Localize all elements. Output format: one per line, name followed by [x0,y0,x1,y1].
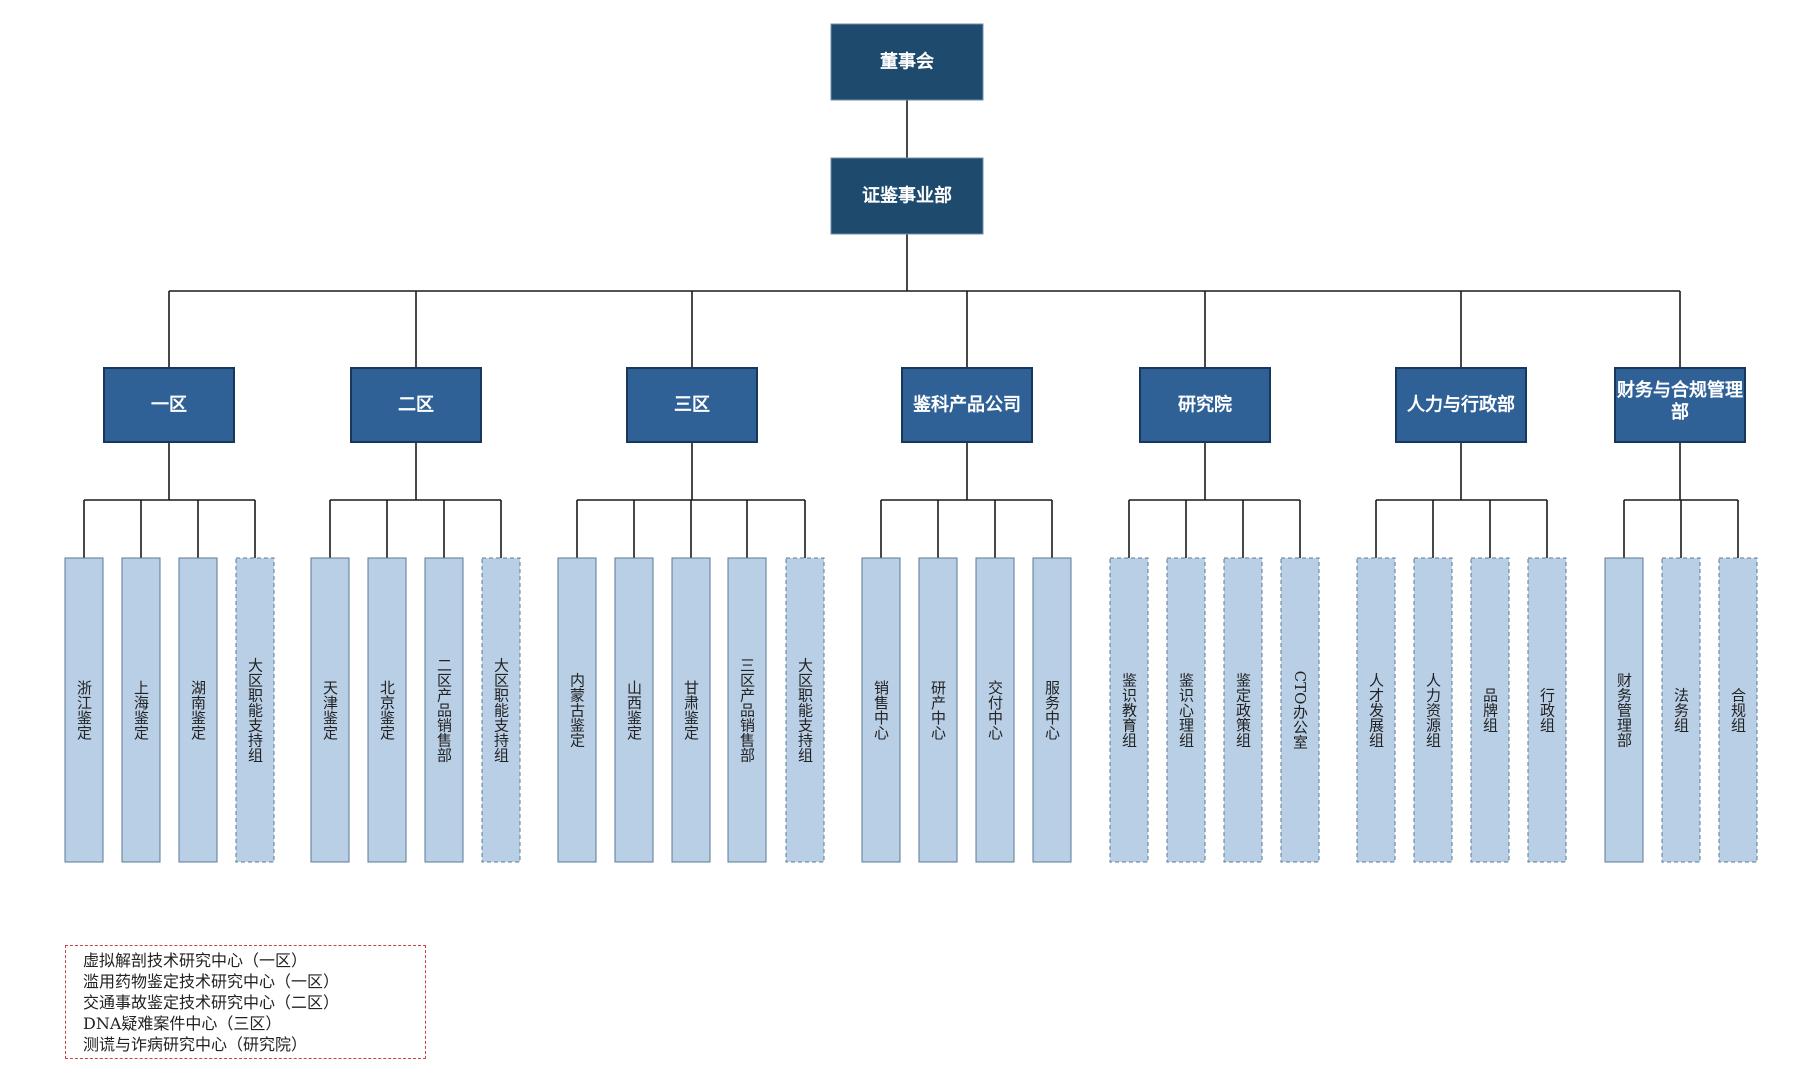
leaf-node: 上海鉴定 [121,557,161,863]
leaf-node: 大区职能支持组 [785,557,825,863]
leaf-label: 大区职能支持组 [796,658,814,763]
leaf-label: 鉴识教育组 [1120,673,1138,748]
leaf-node: 天津鉴定 [310,557,350,863]
leaf-label: 鉴定政策组 [1234,673,1252,748]
leaf-node: 湖南鉴定 [178,557,218,863]
department-label: 二区 [398,395,434,416]
department-label: 研究院 [1178,394,1232,416]
department-label: 财务与合规管理部 [1617,379,1743,423]
leaf-label: 行政组 [1538,688,1556,733]
department-label: 人力与行政部 [1407,394,1515,416]
leaf-node: 研产中心 [918,557,958,863]
note-line: 虚拟解剖技术研究中心（一区） [83,951,308,970]
note-line: DNA疑难案件中心（三区） [83,1014,282,1033]
leaf-node: 山西鉴定 [614,557,654,863]
department-node: 三区 [626,367,758,443]
leaf-label: 鉴识心理组 [1177,673,1195,748]
leaf-label: 销售中心 [872,680,890,740]
leaf-node: 浙江鉴定 [64,557,104,863]
leaf-label: 交付中心 [986,679,1004,740]
leaf-node: 大区职能支持组 [235,557,275,863]
leaf-node: 甘肃鉴定 [671,557,711,863]
leaf-label: 品牌组 [1481,688,1499,733]
leaf-label: 天津鉴定 [321,680,339,741]
leaf-node: 品牌组 [1470,557,1510,863]
leaf-node: CTO办公室 [1280,557,1320,863]
root-node: 董事会 [830,23,984,101]
leaf-node: 内蒙古鉴定 [557,557,597,863]
department-label: 一区 [151,395,187,416]
leaf-node: 鉴识教育组 [1109,557,1149,863]
leaf-label: CTO办公室 [1291,671,1309,750]
leaf-node: 二区产品销售部 [424,557,464,863]
leaf-label: 浙江鉴定 [75,680,93,741]
leaf-label: 法务组 [1672,688,1690,733]
root-label: 董事会 [880,51,934,73]
leaf-label: 合规组 [1729,688,1747,733]
leaf-label: 湖南鉴定 [189,680,207,741]
note-line: 滥用药物鉴定技术研究中心（一区） [83,972,340,991]
department-node: 一区 [103,367,235,443]
leaf-node: 行政组 [1527,557,1567,863]
leaf-label: 二区产品销售部 [435,658,453,763]
leaf-node: 北京鉴定 [367,557,407,863]
leaf-node: 人才发展组 [1356,557,1396,863]
leaf-label: 人才发展组 [1367,673,1385,748]
leaf-node: 合规组 [1718,557,1758,863]
department-node: 人力与行政部 [1395,367,1527,443]
connector-lines [83,100,1739,558]
leaf-label: 甘肃鉴定 [682,680,700,741]
leaf-label: 大区职能支持组 [246,658,264,763]
research-centers-note: 虚拟解剖技术研究中心（一区） 滥用药物鉴定技术研究中心（一区） 交通事故鉴定技术… [65,945,426,1059]
leaf-node: 法务组 [1661,557,1701,863]
department-node: 鉴科产品公司 [901,367,1033,443]
note-line: 交通事故鉴定技术研究中心（二区） [83,993,340,1012]
leaf-label: 内蒙古鉴定 [568,673,586,749]
leaf-node: 鉴定政策组 [1223,557,1263,863]
leaf-node: 交付中心 [975,557,1015,863]
division-label: 证鉴事业部 [862,185,952,207]
leaf-label: 财务管理部 [1615,673,1633,748]
department-node: 二区 [350,367,482,443]
leaf-label: 三区产品销售部 [738,658,756,763]
department-label: 鉴科产品公司 [912,394,1021,416]
leaf-node: 人力资源组 [1413,557,1453,863]
leaf-node: 财务管理部 [1604,557,1644,863]
department-nodes: 一区 二区 三区 鉴科产品公司 研究院 人力与行政部 财务与合规管理部 [103,367,1746,443]
leaf-nodes: 浙江鉴定 上海鉴定 湖南鉴定 大区职能支持组 天津鉴定 北京鉴定 二区产品销售部 大区职能支持… [64,557,1758,863]
leaf-label: 大区职能支持组 [492,658,510,763]
leaf-node: 大区职能支持组 [481,557,521,863]
leaf-node: 销售中心 [861,557,901,863]
leaf-node: 服务中心 [1032,557,1072,863]
leaf-label: 山西鉴定 [625,680,643,741]
leaf-label: 研产中心 [929,680,947,740]
department-node: 财务与合规管理部 [1614,367,1746,443]
department-label: 三区 [674,395,710,416]
leaf-label: 服务中心 [1043,680,1061,740]
note-line: 测谎与诈病研究中心（研究院） [83,1035,308,1054]
department-node: 研究院 [1139,367,1271,443]
leaf-label: 北京鉴定 [378,680,396,741]
leaf-label: 上海鉴定 [132,680,150,741]
leaf-node: 鉴识心理组 [1166,557,1206,863]
leaf-label: 人力资源组 [1424,673,1442,748]
leaf-node: 三区产品销售部 [727,557,767,863]
division-node: 证鉴事业部 [830,157,984,235]
